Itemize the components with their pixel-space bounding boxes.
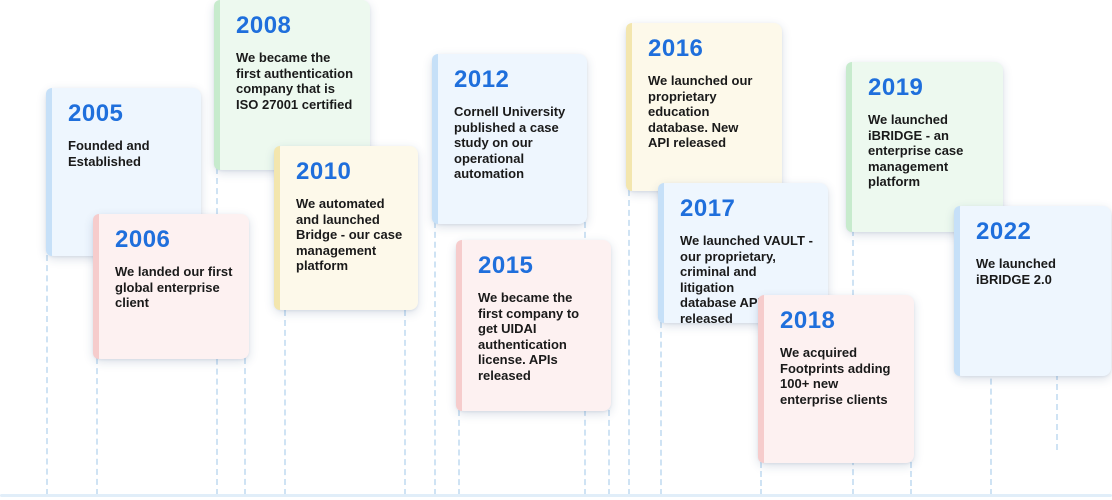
milestone-year: 2008 — [236, 12, 292, 39]
connector-line — [404, 310, 406, 495]
milestone-card-2010: 2010 We automated and launched Bridge - … — [274, 146, 418, 310]
milestone-text: Founded and Established — [68, 138, 150, 169]
connector-line — [46, 255, 48, 495]
milestone-card-2018: 2018 We acquired Footprints adding 100+ … — [758, 295, 914, 463]
milestone-year: 2016 — [648, 35, 704, 62]
milestone-year: 2005 — [68, 100, 124, 127]
milestone-card-2015: 2015 We became the first company to get … — [456, 240, 611, 411]
milestone-year: 2017 — [680, 195, 736, 222]
milestone-text: We launched iBRIDGE 2.0 — [976, 256, 1056, 287]
connector-line — [284, 310, 286, 495]
connector-line — [628, 190, 630, 495]
milestone-year: 2006 — [115, 226, 171, 253]
milestone-year: 2018 — [780, 307, 836, 334]
connector-line — [608, 410, 610, 495]
milestone-text: Cornell University published a case stud… — [454, 104, 566, 181]
milestone-year: 2019 — [868, 74, 924, 101]
connector-line — [1056, 374, 1058, 450]
milestone-text: We became the first company to get UIDAI… — [478, 290, 580, 383]
connector-line — [96, 358, 98, 495]
milestone-year: 2015 — [478, 252, 534, 279]
milestone-card-2006: 2006 We landed our first global enterpri… — [93, 214, 249, 359]
connector-line — [434, 222, 436, 495]
milestone-text: We launched iBRIDGE - an enterprise case… — [868, 112, 964, 189]
milestone-text: We launched our proprietary education da… — [648, 73, 753, 150]
milestone-text: We launched VAULT - our proprietary, cri… — [680, 233, 813, 326]
milestone-year: 2012 — [454, 66, 510, 93]
connector-line — [244, 358, 246, 495]
milestone-text: We landed our first global enterprise cl… — [115, 264, 233, 310]
milestone-text: We became the first authentication compa… — [236, 50, 354, 112]
connector-line — [760, 462, 762, 495]
milestone-card-2016: 2016 We launched our proprietary educati… — [626, 23, 782, 191]
timeline-baseline — [0, 494, 1112, 497]
milestone-card-2008: 2008 We became the first authentication … — [214, 0, 370, 170]
milestone-card-2012: 2012 Cornell University published a case… — [432, 54, 587, 224]
milestone-year: 2022 — [976, 218, 1032, 245]
connector-line — [660, 322, 662, 495]
milestone-text: We acquired Footprints adding 100+ new e… — [780, 345, 891, 407]
milestone-card-2022: 2022 We launched iBRIDGE 2.0 — [954, 206, 1111, 376]
milestone-year: 2010 — [296, 158, 352, 185]
milestone-text: We automated and launched Bridge - our c… — [296, 196, 403, 273]
connector-line — [458, 410, 460, 495]
milestone-card-2019: 2019 We launched iBRIDGE - an enterprise… — [846, 62, 1003, 232]
connector-line — [910, 462, 912, 495]
